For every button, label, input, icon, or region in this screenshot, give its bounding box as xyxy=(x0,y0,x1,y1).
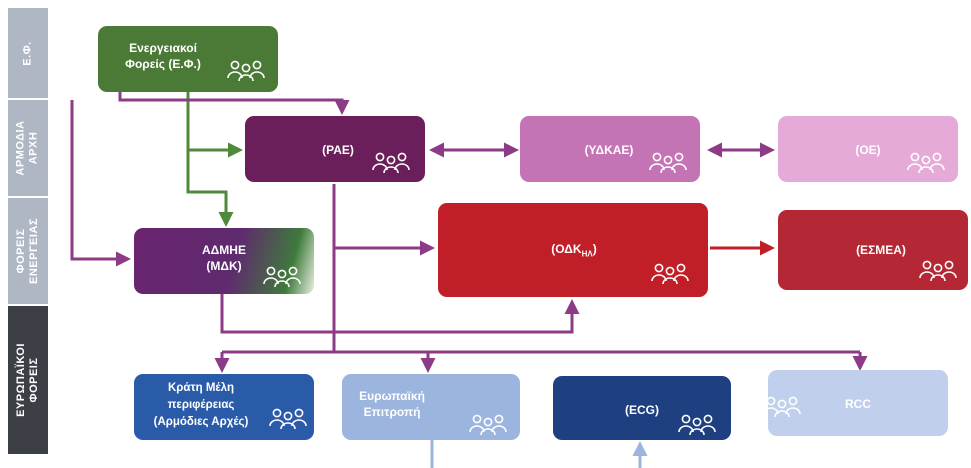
people-icon xyxy=(371,150,411,174)
band-foreis-energeias: ΦΟΡΕΙΣ ΕΝΕΡΓΕΙΑΣ xyxy=(8,198,48,304)
box-ydkae: (ΥΔΚΑΕ) xyxy=(520,116,700,182)
box-rcc-label: RCC xyxy=(845,397,871,411)
line-left-loop-to-admie xyxy=(70,100,131,267)
band-armodia-arxi: ΑΡΜΟΔΙΑ ΑΡΧΗ xyxy=(8,100,48,196)
box-energeiakoi-foreis-label: Ενεργειακοί Φορείς (Ε.Φ.) xyxy=(125,41,201,71)
band-europaikoi-foreis: ΕΥΡΩΠΑΪΚΟΙ ΦΟΡΕΙΣ xyxy=(8,306,48,454)
box-rcc: RCC xyxy=(763,370,948,436)
line-ef-to-pae-top xyxy=(118,92,350,115)
people-icon xyxy=(918,258,958,282)
box-admie: ΑΔΜΗΕ (ΜΔΚ) xyxy=(134,228,314,294)
people-icon xyxy=(226,58,266,82)
box-oe-label: (ΟΕ) xyxy=(855,143,881,157)
people-icon xyxy=(268,406,308,430)
band-ef: Ε.Φ. xyxy=(8,8,48,98)
box-ecg: (ECG) xyxy=(553,376,731,440)
box-ydkae-label: (ΥΔΚΑΕ) xyxy=(584,143,634,157)
box-esmea: (ΕΣΜΕΑ) xyxy=(778,210,968,290)
people-icon xyxy=(648,150,688,174)
box-kratimeli: Κράτη Μέλη περιφέρειας (Αρμόδιες Αρχές) xyxy=(134,374,314,440)
line-pae-to-odk xyxy=(332,184,435,256)
box-energeiakoi-foreis: Ενεργειακοί Φορείς (Ε.Φ.) xyxy=(98,26,278,92)
people-icon xyxy=(762,394,802,418)
people-icon xyxy=(677,412,717,436)
box-pae-label: (ΡΑΕ) xyxy=(322,143,354,157)
box-admie-label: ΑΔΜΗΕ (ΜΔΚ) xyxy=(202,243,246,273)
box-odk-label: (ΟΔΚΗΛ) xyxy=(534,241,614,262)
box-ecg-label: (ECG) xyxy=(625,403,659,417)
box-odk-label-sub: ΗΛ xyxy=(581,249,593,259)
people-icon xyxy=(262,264,302,288)
box-odk: (ΟΔΚΗΛ) xyxy=(438,203,708,297)
box-oe: (ΟΕ) xyxy=(778,116,958,182)
box-european-commission-label: Ευρωπαϊκή Επιτροπή xyxy=(359,389,425,419)
people-icon xyxy=(906,150,946,174)
box-european-commission: Ευρωπαϊκή Επιτροπή xyxy=(342,374,520,440)
people-icon xyxy=(650,261,690,285)
line-ef-to-admie xyxy=(186,150,234,227)
box-odk-label-main: (ΟΔΚ xyxy=(551,242,582,256)
people-icon xyxy=(468,412,508,436)
box-pae: (ΡΑΕ) xyxy=(245,116,425,182)
box-esmea-label: (ΕΣΜΕΑ) xyxy=(856,243,906,257)
box-kratimeli-label: Κράτη Μέλη περιφέρειας (Αρμόδιες Αρχές) xyxy=(153,382,249,428)
box-odk-label-end: ) xyxy=(592,242,597,256)
line-admie-to-odk xyxy=(220,294,580,334)
